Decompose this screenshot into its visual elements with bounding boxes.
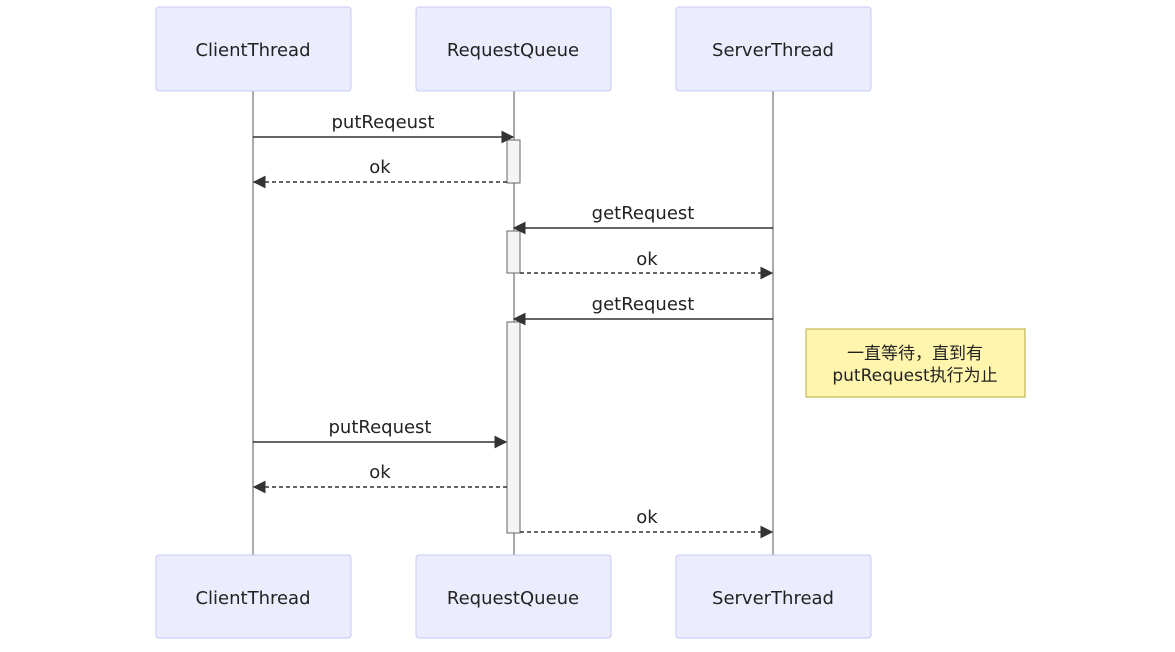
message-1: putReqeust [253,112,515,144]
message-label: ok [636,249,658,270]
activation-bar-1 [506,139,521,184]
participant-label: RequestQueue [447,40,579,61]
message-label: getRequest [592,203,695,224]
note-line-2: putRequest执行为止 [832,366,997,386]
participant-label: RequestQueue [447,588,579,609]
message-8: ok [520,507,774,539]
participant-label: ClientThread [195,40,310,61]
participant-label: ServerThread [712,40,834,61]
participant-label: ServerThread [712,588,834,609]
message-3: getRequest [512,203,773,235]
message-label: ok [636,507,658,528]
participant-bottom-client: ClientThread [155,554,352,639]
activation-bar-3 [506,321,521,534]
message-label: getRequest [592,294,695,315]
participant-top-client: ClientThread [155,6,352,92]
participant-top-server: ServerThread [675,6,872,92]
participant-label: ClientThread [195,588,310,609]
message-2: ok [252,157,507,189]
message-label: putRequest [328,417,431,438]
message-label: ok [369,157,391,178]
message-label: ok [369,462,391,483]
message-7: ok [252,462,507,494]
message-label: putReqeust [331,112,434,133]
activation-bar-2 [506,230,521,274]
message-5: getRequest [512,294,773,326]
participant-bottom-server: ServerThread [675,554,872,639]
participant-top-queue: RequestQueue [415,6,612,92]
note-line-1: 一直等待，直到有 [847,344,983,364]
participant-bottom-queue: RequestQueue [415,554,612,639]
message-4: ok [520,249,774,280]
note: 一直等待，直到有 putRequest执行为止 [805,328,1026,398]
message-6: putRequest [253,417,508,449]
